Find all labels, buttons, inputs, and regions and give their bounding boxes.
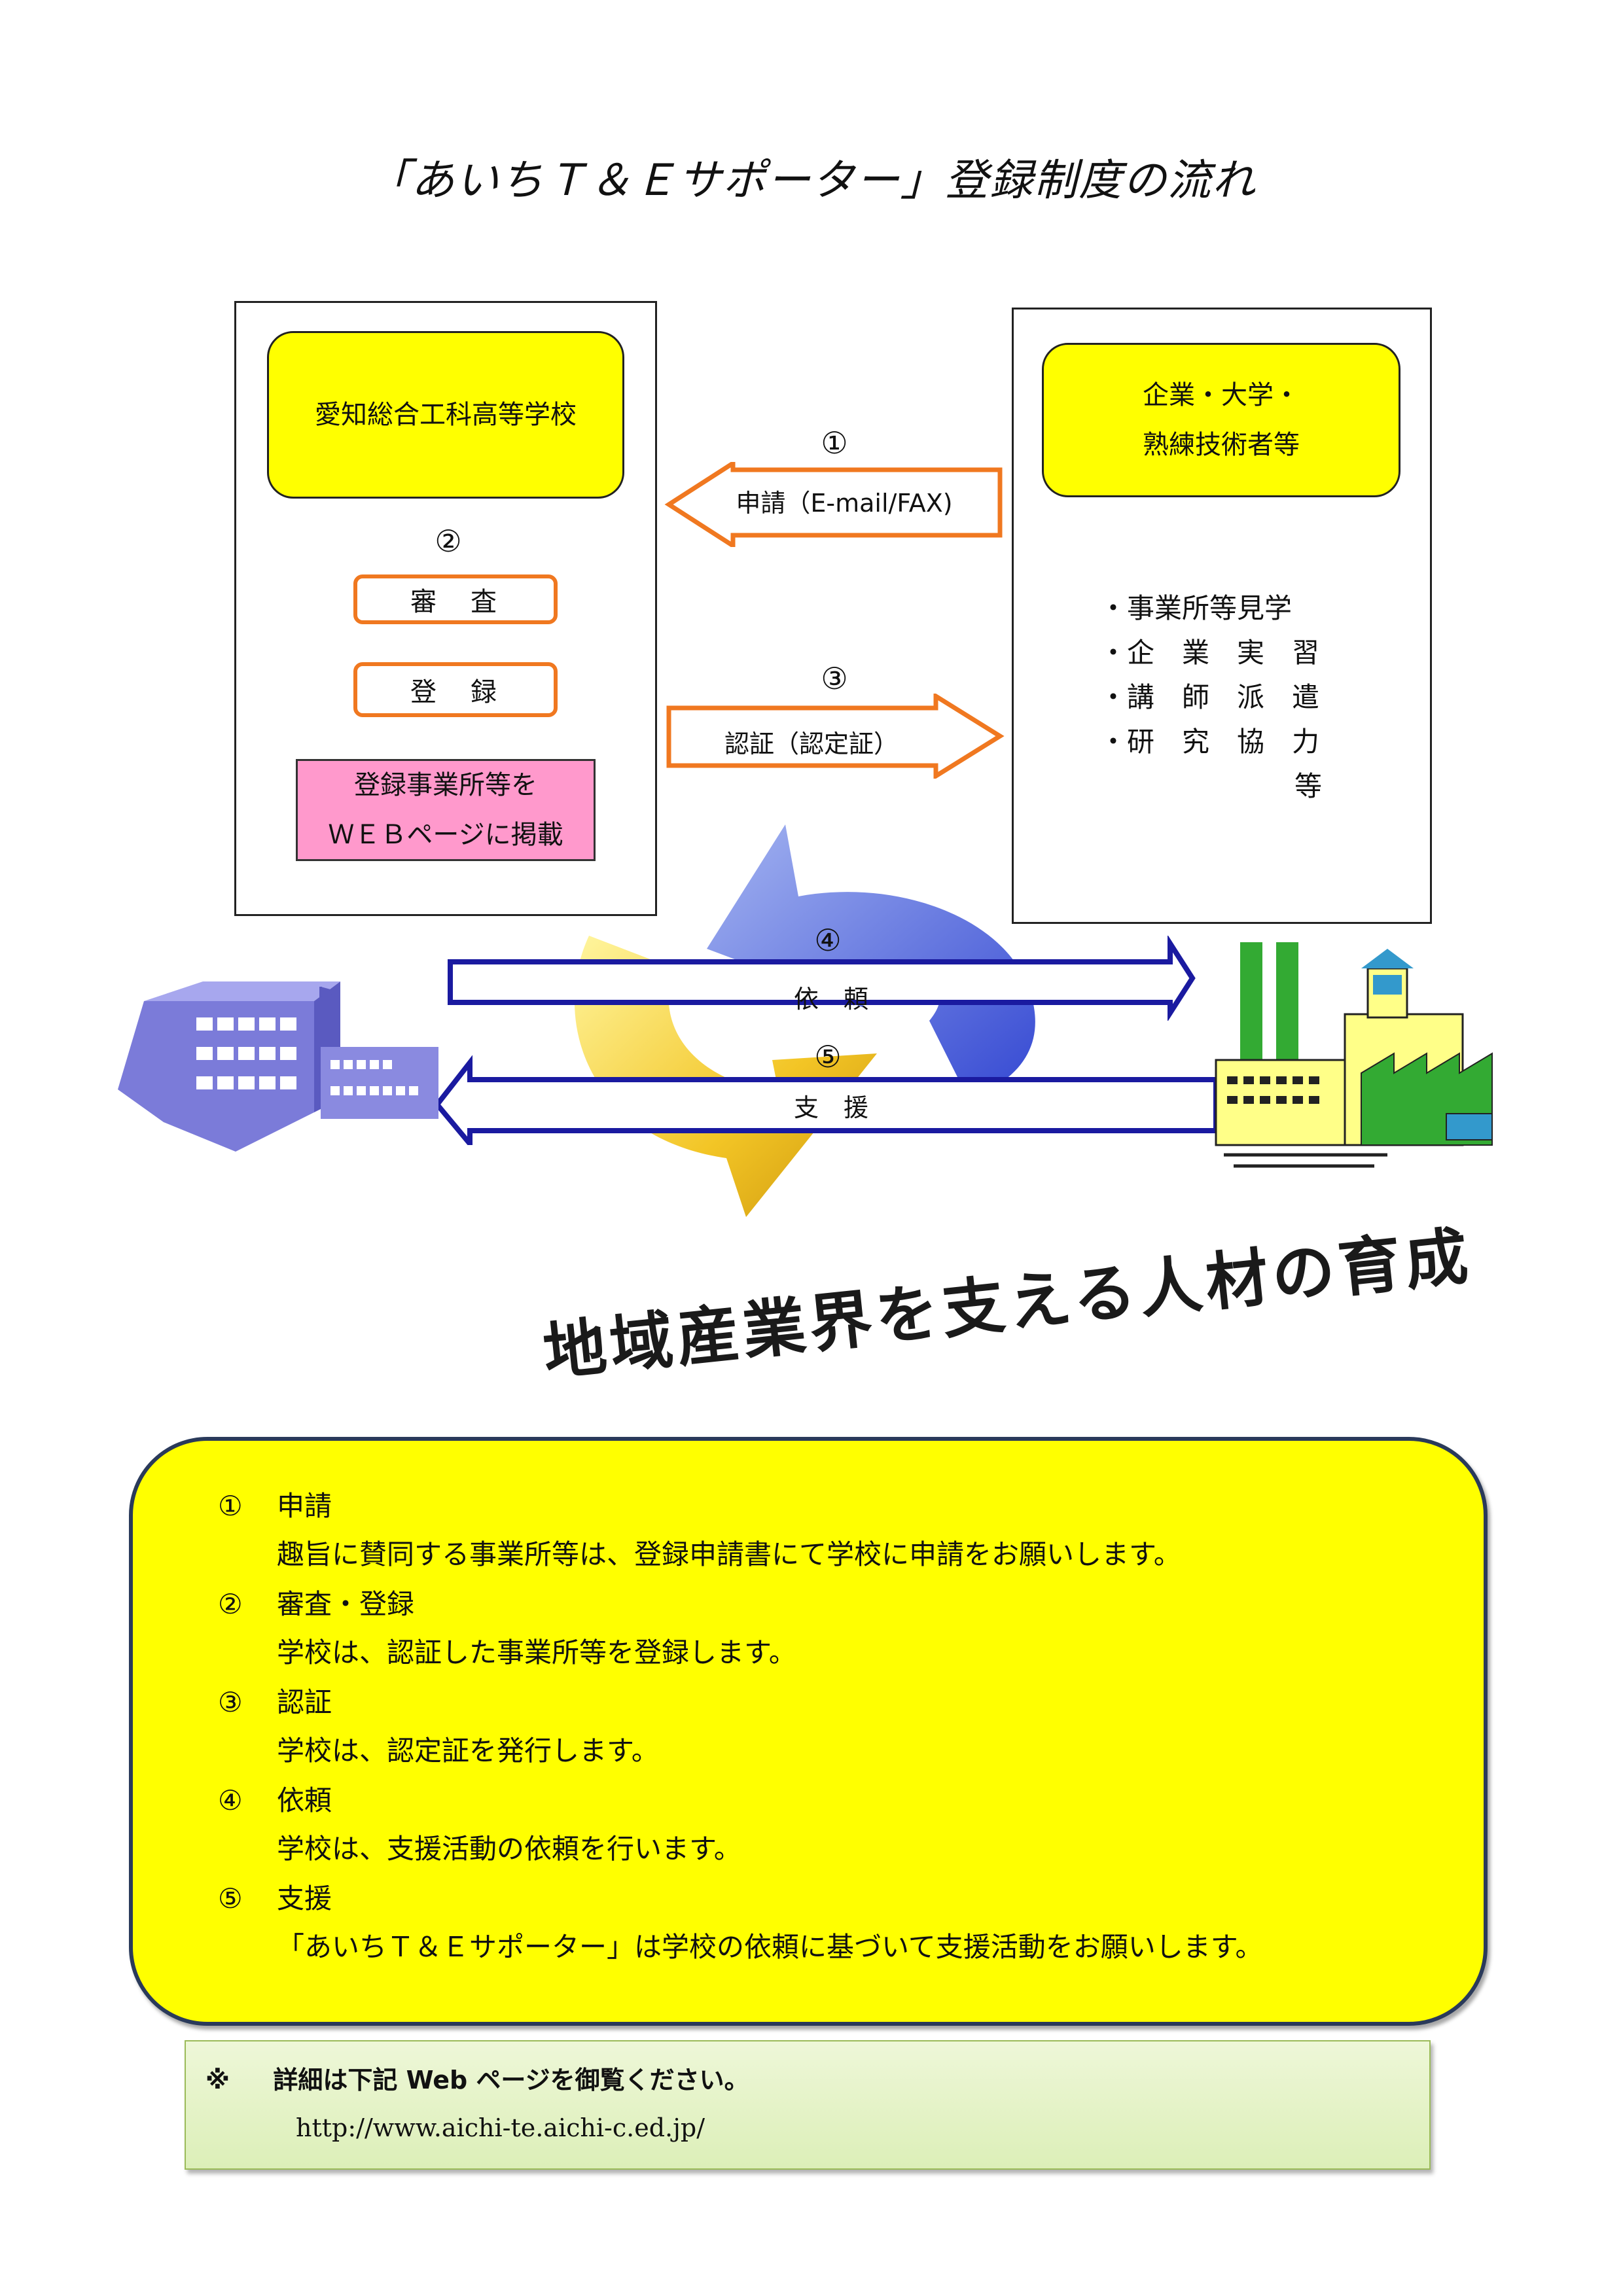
certify-arrow xyxy=(666,694,1005,779)
web-publish-line1: 登録事業所等を xyxy=(353,770,537,800)
step-1-number: ① xyxy=(821,425,848,461)
web-note-text: ※ 詳細は下記 Web ページを御覧ください。 xyxy=(205,2060,749,2096)
activity-item: ・企 業 実 習 xyxy=(1099,637,1320,669)
request-arrow xyxy=(448,936,1196,1021)
company-name-box: 企業・大学・ 熟練技術者等 xyxy=(1042,343,1400,497)
company-name-line2: 熟練技術者等 xyxy=(1143,430,1300,460)
web-publish-line2: ＷＥＢページに掲載 xyxy=(328,820,563,850)
certify-arrow-label: 認証（認定証） xyxy=(724,730,899,758)
activity-item: ・事業所等見学 xyxy=(1099,592,1293,624)
step-5-number: ⑤ xyxy=(814,1039,842,1074)
step-2-number: ② xyxy=(435,523,462,559)
apply-arrow xyxy=(664,462,1003,547)
school-name-box: 愛知総合工科高等学校 xyxy=(267,331,624,499)
explanation-body: 学校は、支援活動の依頼を行います。 xyxy=(277,1833,741,1865)
cycle-arrows-graphic xyxy=(574,824,1035,1217)
activity-item: ・研 究 協 力 xyxy=(1099,726,1320,758)
explanation-body: 学校は、認定証を発行します。 xyxy=(277,1735,659,1767)
apply-arrow-label: 申請（E-mail/FAX) xyxy=(736,489,953,518)
activity-list: ・事業所等見学 ・企 業 実 習 ・講 師 派 遣 ・研 究 協 力 等 xyxy=(1099,586,1322,809)
support-arrow-label: 支 援 xyxy=(793,1093,868,1122)
company-name-line1: 企業・大学・ xyxy=(1143,380,1300,410)
register-label: 登 録 xyxy=(410,677,501,707)
web-note-box: ※ 詳細は下記 Web ページを御覧ください。 http://www.aichi… xyxy=(185,2040,1431,2170)
explanation-body: 趣旨に賛同する事業所等は、登録申請書にて学校に申請をお願いします。 xyxy=(277,1538,1181,1570)
request-arrow-label: 依 頼 xyxy=(793,985,868,1014)
register-box: 登 録 xyxy=(353,662,558,717)
page-title: 「あいちＴ＆Ｅサポーター」登録制度の流れ xyxy=(366,155,1257,205)
activity-item: ・講 師 派 遣 xyxy=(1099,681,1320,713)
note-message: 詳細は下記 Web ページを御覧ください。 xyxy=(273,2066,749,2094)
web-url-link[interactable]: http://www.aichi-te.aichi-c.ed.jp/ xyxy=(296,2113,705,2142)
activity-tail: 等 xyxy=(1294,770,1322,802)
review-box: 審 査 xyxy=(353,574,558,624)
review-label: 審 査 xyxy=(410,587,501,617)
web-publish-box: 登録事業所等を ＷＥＢページに掲載 xyxy=(296,759,596,861)
school-building-icon xyxy=(118,981,438,1152)
explanation-body: 学校は、認証した事業所等を登録します。 xyxy=(277,1636,796,1669)
note-mark: ※ xyxy=(205,2066,230,2094)
step-3-number: ③ xyxy=(821,661,848,696)
step-4-number: ④ xyxy=(814,923,842,958)
support-arrow xyxy=(433,1055,1219,1145)
explanation-body: 「あいちＴ＆Ｅサポーター」は学校の依頼に基づいて支援活動をお願いします。 xyxy=(277,1931,1263,1963)
factory-icon xyxy=(1215,942,1493,1168)
school-name: 愛知総合工科高等学校 xyxy=(315,400,577,430)
